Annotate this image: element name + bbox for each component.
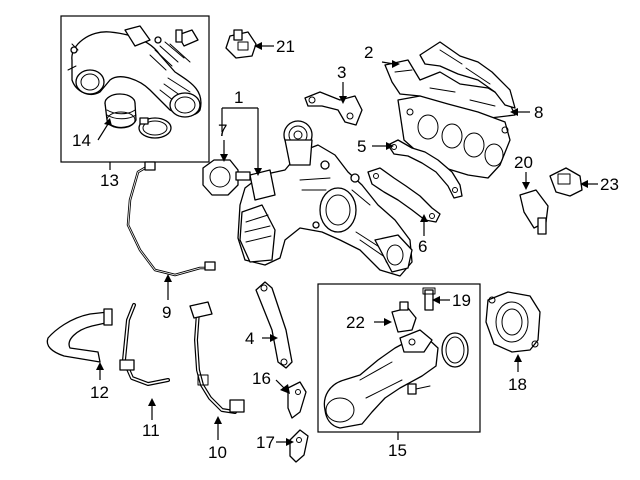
- callout-8: 8: [534, 103, 543, 122]
- callout-7: 7: [218, 121, 227, 140]
- bracket-4: [255, 281, 293, 369]
- callout-numbers: 1 2 3 4 5 6 7 8 9 10 11 12 13 14 15 16 1…: [72, 37, 619, 462]
- callout-16: 16: [252, 369, 271, 388]
- charge-pipe: [323, 329, 439, 429]
- hose-clamp: [138, 117, 172, 139]
- callout-14: 14: [72, 131, 91, 150]
- coolant-hose-11: [119, 303, 170, 386]
- gasket-6: [367, 167, 441, 223]
- callout-18: 18: [508, 375, 527, 394]
- heat-shield-2: [384, 59, 516, 119]
- small-fitting: [175, 29, 199, 47]
- bracket-17: [289, 429, 309, 463]
- callout-21: 21: [276, 37, 295, 56]
- callout-19: 19: [452, 291, 471, 310]
- oil-return-line-10: [189, 301, 245, 414]
- callout-2: 2: [364, 43, 373, 62]
- sensor-20: [519, 189, 549, 235]
- o-ring: [441, 332, 469, 368]
- callout-22: 22: [346, 313, 365, 332]
- heat-shield-8: [419, 41, 516, 109]
- group-15-box: [317, 283, 481, 433]
- turbocharger-assembly: [237, 120, 413, 277]
- intake-duct-assembly: [67, 25, 202, 118]
- callout-4: 4: [245, 329, 254, 348]
- callout-20: 20: [514, 153, 533, 172]
- callout-5: 5: [357, 137, 366, 156]
- bolt: [407, 383, 431, 395]
- callout-10: 10: [208, 443, 227, 462]
- sensor-22: [391, 301, 417, 333]
- callout-9: 9: [162, 303, 171, 322]
- callout-11: 11: [142, 421, 160, 440]
- callout-23: 23: [600, 175, 619, 194]
- sensor-21: [225, 29, 257, 59]
- callout-6: 6: [418, 237, 427, 256]
- temp-sensor-19: [422, 287, 436, 311]
- sensor-23: [549, 167, 583, 197]
- callout-12: 12: [90, 383, 109, 402]
- wastegate-actuator-7: [202, 159, 251, 196]
- coolant-hose-12: [46, 308, 113, 363]
- coupler-hose-14: [104, 93, 137, 129]
- callout-15: 15: [388, 441, 407, 460]
- callout-13: 13: [100, 171, 119, 190]
- bracket-16: [287, 381, 307, 419]
- callout-1: 1: [234, 88, 243, 107]
- throttle-body-18: [485, 291, 541, 353]
- callout-17: 17: [256, 433, 275, 452]
- leader-lines: [96, 42, 598, 446]
- oil-line-9: [126, 161, 216, 277]
- bracket-3: [304, 91, 363, 126]
- callout-3: 3: [337, 63, 346, 82]
- group-13-box: [60, 15, 210, 163]
- gasket-5: [387, 139, 463, 199]
